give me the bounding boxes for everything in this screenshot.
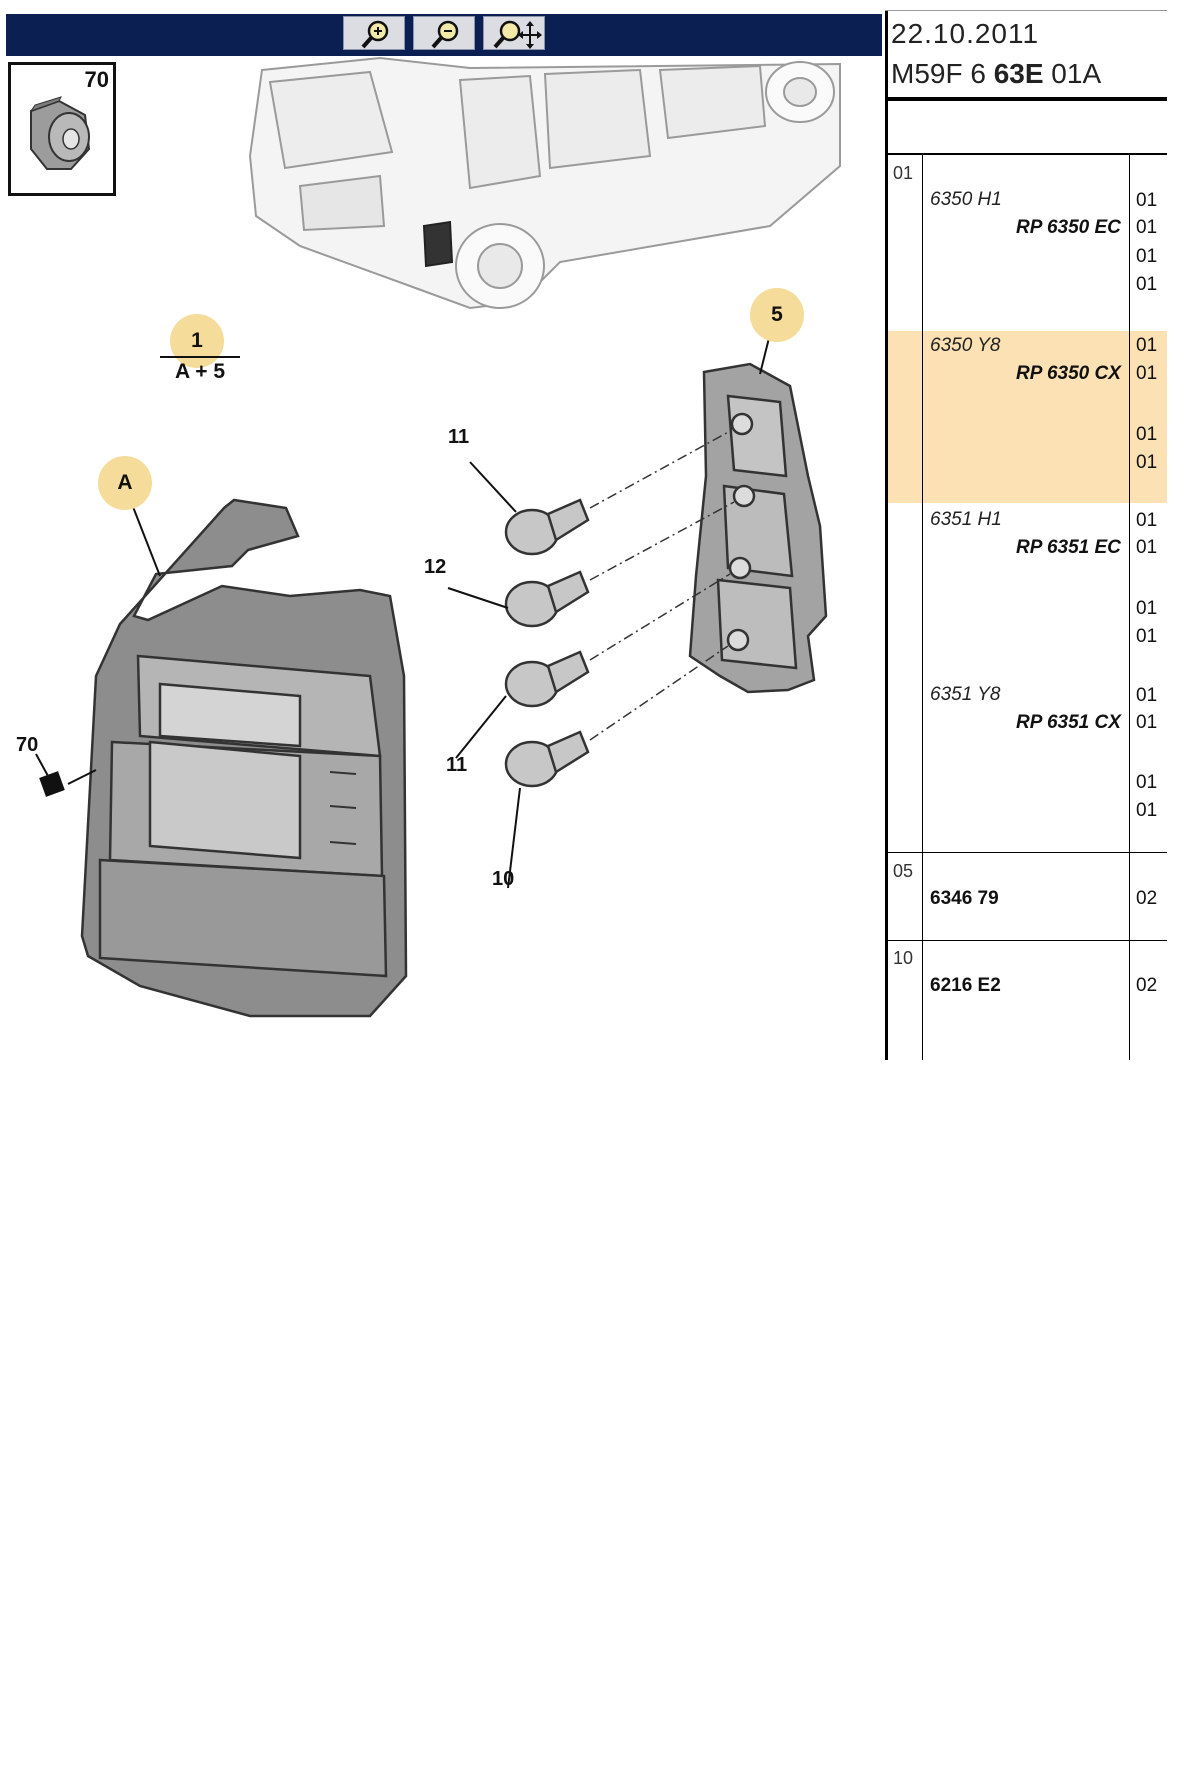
quantity: 01	[1136, 246, 1158, 267]
assembly-callout[interactable]: A	[98, 456, 152, 510]
header-rule	[888, 97, 1167, 101]
position-number: 10	[893, 948, 914, 968]
lamp-holder	[688, 362, 828, 694]
part-number[interactable]: 6346 79	[930, 888, 999, 909]
quantity: 01	[1136, 335, 1158, 356]
bulbs	[504, 498, 590, 788]
quantity: 01	[1136, 537, 1158, 558]
quantity: 01	[1136, 800, 1158, 821]
group-divider	[888, 852, 1167, 853]
quantity: 01	[1136, 685, 1158, 706]
bulb-10-callout[interactable]: 10	[492, 868, 515, 890]
panel-top-rule	[885, 10, 1167, 11]
exploded-view-drawing	[35, 56, 841, 1018]
pan-zoom-button[interactable]	[483, 16, 545, 50]
bulb-12-callout[interactable]: 12	[424, 556, 447, 578]
diagram-reference: M59F 6 63E 01A	[891, 58, 1102, 89]
viewer-toolbar	[6, 14, 882, 56]
rp-reference[interactable]: RP 6350 EC	[1016, 217, 1121, 238]
quantity: 01	[1136, 510, 1158, 531]
quantity: 01	[1136, 772, 1158, 793]
bulb-10	[504, 730, 590, 788]
bulb-11-lower	[504, 650, 590, 708]
position-number: 01	[893, 163, 914, 183]
quantity: 01	[1136, 626, 1158, 647]
quantity: 01	[1136, 190, 1158, 211]
bulb-11-lower-callout[interactable]: 11	[446, 754, 468, 776]
parts-table: 01 6350 H1 RP 6350 EC 01 01 01 01 6350 Y…	[888, 155, 1167, 1060]
quantity: 01	[1136, 217, 1158, 238]
oem-reference[interactable]: 6350 H1	[930, 189, 1002, 210]
clip-illustration	[29, 96, 91, 170]
vehicle-outline	[248, 56, 841, 310]
position-number: 05	[893, 861, 914, 881]
part-number[interactable]: 6216 E2	[930, 975, 1001, 996]
quantity: 01	[1136, 712, 1158, 733]
parts-panel: 22.10.2011 M59F 6 63E 01A 01 6350 H1 RP …	[885, 0, 1167, 1060]
rp-reference[interactable]: RP 6351 CX	[1016, 712, 1121, 733]
inset-label: 70	[84, 67, 109, 92]
highlighted-row-background	[888, 331, 1167, 503]
kit-formula-label: A + 5	[160, 356, 240, 384]
quantity: 01	[1136, 274, 1158, 295]
zoom-out-icon	[431, 20, 459, 49]
clip-inset[interactable]: 70	[8, 62, 116, 196]
bulb-11-upper	[504, 498, 590, 556]
bulb-11-upper-callout[interactable]: 11	[448, 426, 470, 448]
rp-reference-selected[interactable]: RP 6350 CX	[1016, 363, 1121, 384]
table-top-rule	[888, 153, 1167, 155]
kit-callout[interactable]: 1	[170, 314, 224, 368]
quantity: 02	[1136, 888, 1158, 909]
guide-lines	[589, 429, 735, 741]
clip-70-callout[interactable]: 70	[16, 734, 39, 756]
quantity: 01	[1136, 452, 1158, 473]
catalog-date: 22.10.2011	[891, 18, 1040, 49]
oem-reference[interactable]: 6351 H1	[930, 509, 1002, 530]
group-divider	[888, 940, 1167, 941]
rp-reference[interactable]: RP 6351 EC	[1016, 537, 1121, 558]
zoom-out-button[interactable]	[413, 16, 475, 50]
lamp-holder-callout[interactable]: 5	[750, 288, 804, 342]
quantity: 01	[1136, 598, 1158, 619]
zoom-in-button[interactable]	[343, 16, 405, 50]
clip-marker	[39, 771, 65, 797]
quantity: 01	[1136, 363, 1158, 384]
oem-reference-selected[interactable]: 6350 Y8	[930, 335, 1001, 356]
quantity: 01	[1136, 424, 1158, 445]
column-divider	[1129, 155, 1130, 1060]
oem-reference[interactable]: 6351 Y8	[930, 684, 1001, 705]
quantity: 02	[1136, 975, 1158, 996]
bulb-12	[504, 570, 590, 628]
tail-lamp-assembly	[80, 498, 408, 1018]
column-divider	[922, 155, 923, 1060]
panel-divider	[885, 10, 888, 1060]
diagram-viewer: 70	[0, 0, 884, 1060]
zoom-in-icon	[361, 20, 389, 49]
pan-zoom-icon	[493, 20, 542, 49]
